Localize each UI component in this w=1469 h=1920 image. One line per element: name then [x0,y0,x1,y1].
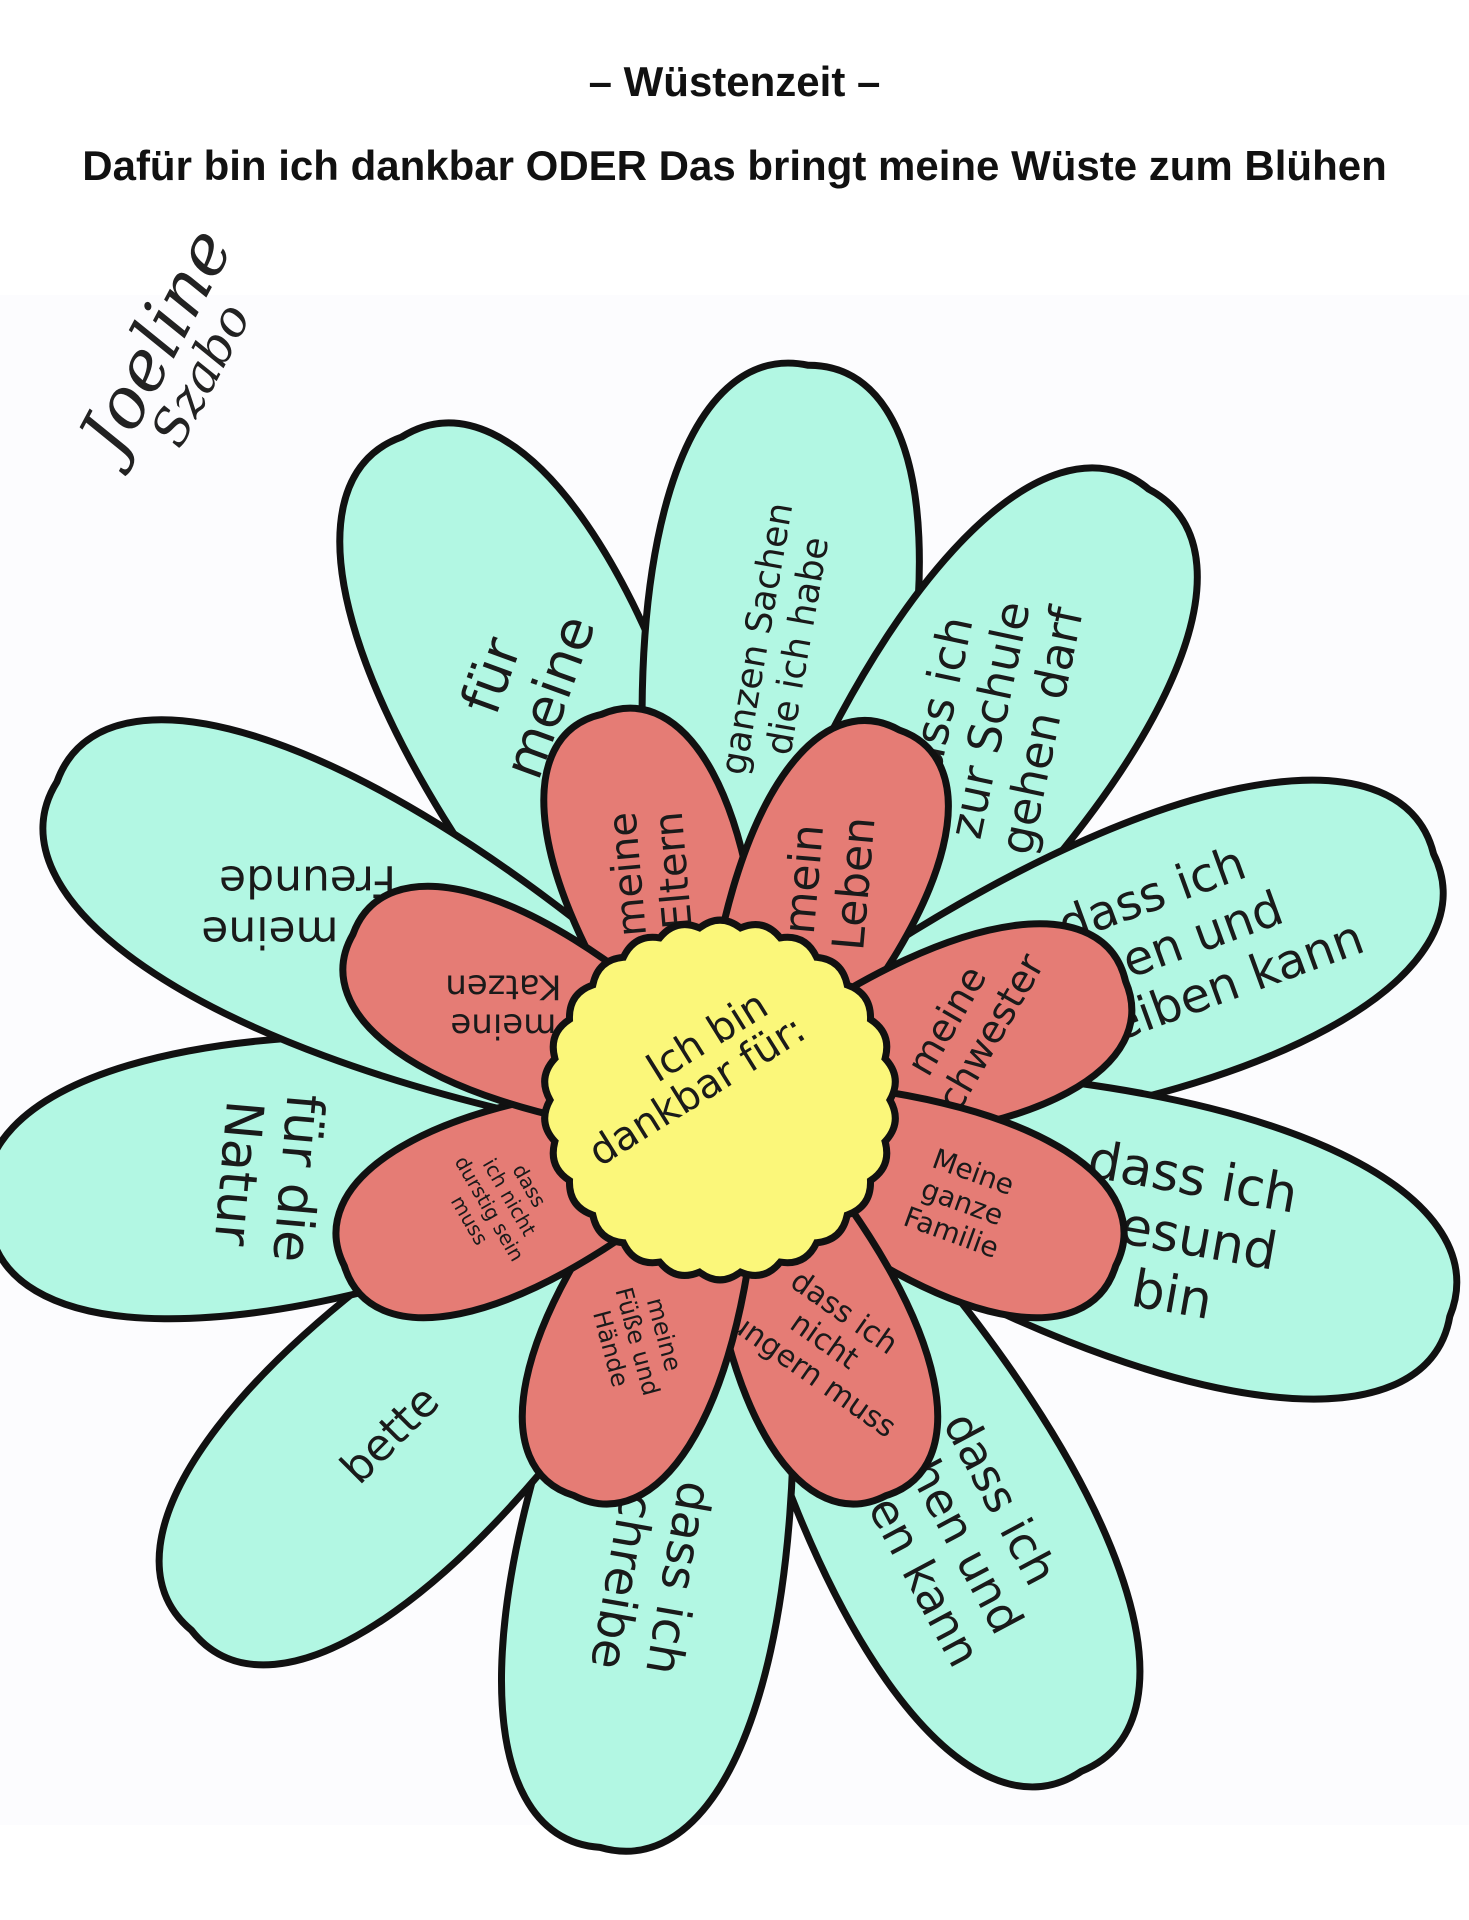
page-title: – Wüstenzeit – [588,58,881,105]
inner-petal-2-text-line: Leben [823,815,885,953]
outer-petal-10-text-line: Freunde [219,856,396,907]
inner-petal-1-text-line: meine [599,810,656,938]
outer-petal-9-text-line: für die [260,1092,334,1265]
page-subtitle: Dafür bin ich dankbar ODER Das bringt me… [82,142,1387,189]
inner-petal-8-text-line: Katzen [445,966,561,1006]
outer-petal-5-text-line: bin [1127,1259,1217,1332]
outer-petal-9-text-line: Natur [202,1098,275,1249]
inner-petal-2-text-line: mein [774,822,834,936]
inner-petal-1-text-line: Eltern [646,810,702,931]
inner-petal-8-text-line: meine [450,1005,556,1045]
flower-center [541,916,899,1284]
